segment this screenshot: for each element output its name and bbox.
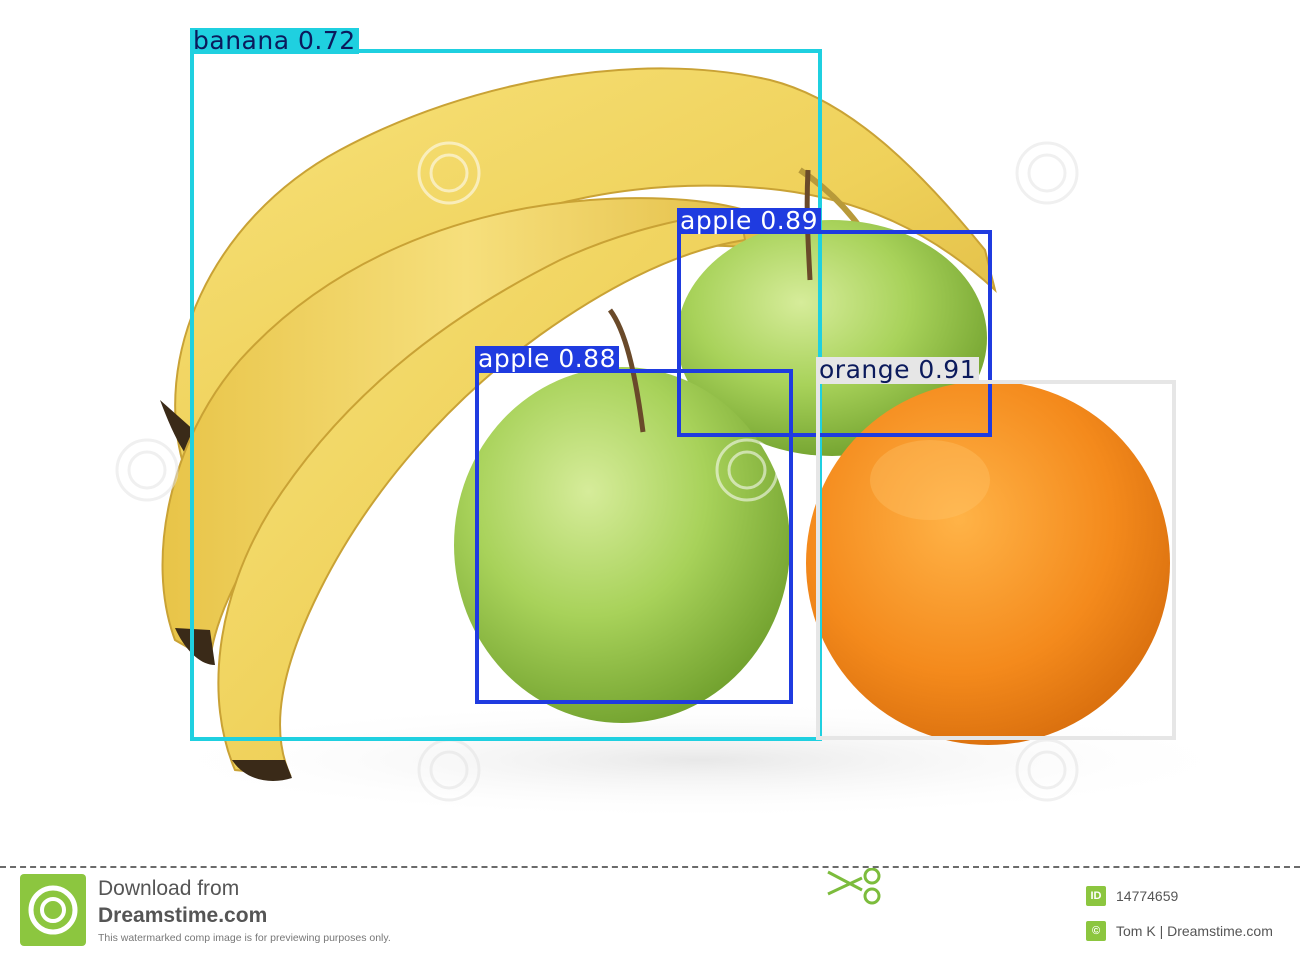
apple-front-detection-label: apple 0.88 — [475, 346, 619, 372]
apple-back-bounding-box — [677, 230, 992, 437]
watermark-note: This watermarked comp image is for previ… — [98, 932, 391, 944]
watermark-footer: Download from Dreamstime.com This waterm… — [0, 866, 1300, 959]
dreamstime-brand: Dreamstime.com — [98, 904, 268, 927]
copyright-badge: © — [1086, 921, 1106, 941]
scissors-icon — [827, 868, 881, 905]
orange-detection-label: orange 0.91 — [816, 357, 980, 383]
apple-front-bounding-box — [475, 369, 793, 704]
photo-credit: Tom K | Dreamstime.com — [1116, 923, 1273, 939]
watermark-swirls — [115, 141, 1079, 802]
banana-bounding-box — [190, 49, 822, 741]
image-id: 14774659 — [1116, 888, 1179, 904]
download-title: Download from — [98, 877, 240, 900]
fruit-photo — [115, 67, 1260, 820]
apple-back-detection-label: apple 0.89 — [677, 208, 821, 234]
banana-detection-label: banana 0.72 — [190, 28, 359, 54]
dreamstime-logo — [20, 874, 86, 946]
photo-scene: banana 0.72 apple 0.89 apple 0.88 orange… — [115, 27, 1260, 820]
orange-bounding-box — [816, 380, 1176, 740]
id-badge: ID — [1086, 886, 1106, 906]
